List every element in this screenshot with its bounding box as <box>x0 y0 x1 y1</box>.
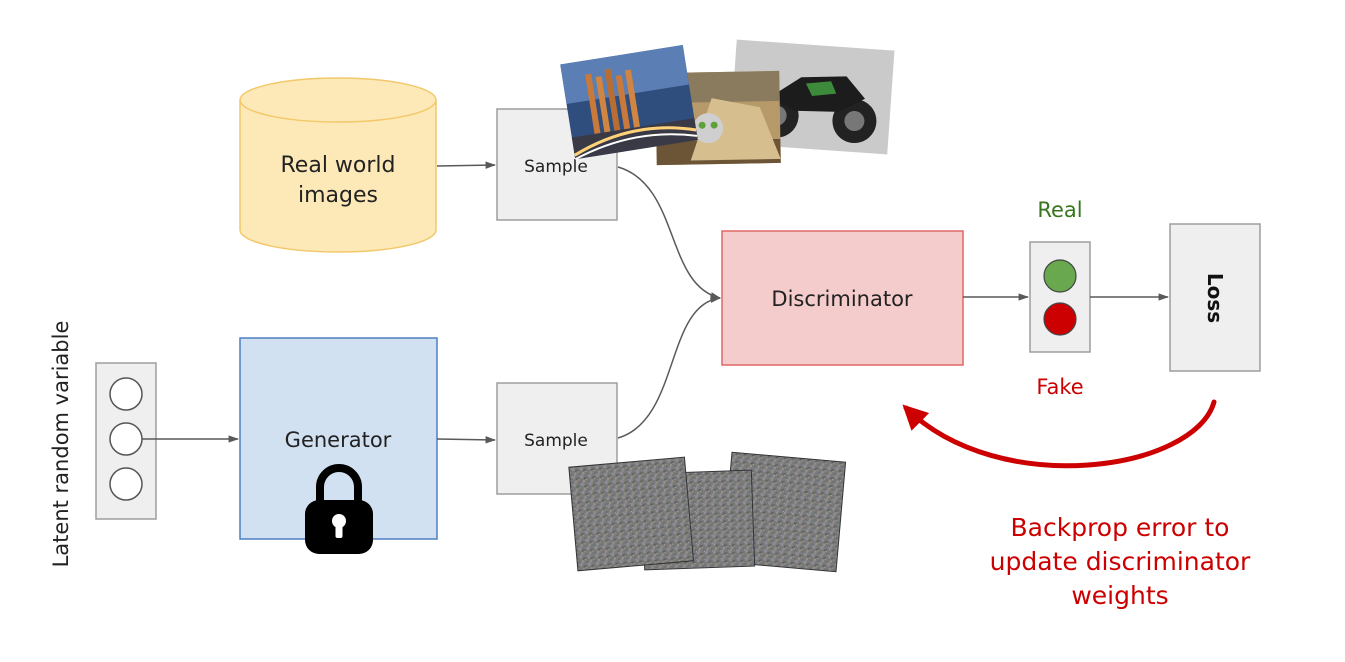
discriminator-box: Discriminator <box>721 230 964 366</box>
real-world-images-database: Real world images <box>239 77 437 253</box>
backprop-caption: Backprop error to update discriminator w… <box>990 513 1251 610</box>
backprop-line1: Backprop error to <box>1011 513 1230 542</box>
real-label: Real <box>1037 198 1082 222</box>
latent-vector <box>95 362 157 520</box>
discriminator-label: Discriminator <box>771 287 913 311</box>
noise-images <box>568 451 847 573</box>
city-light-trails-photo <box>560 45 698 161</box>
latent-node-3 <box>109 467 143 501</box>
latent-node-1 <box>109 377 143 411</box>
arrow-database-to-sample <box>436 161 497 169</box>
generator-label: Generator <box>285 428 392 452</box>
arrow-generator-to-sample <box>436 436 497 444</box>
sample-bottom-label: Sample <box>524 431 588 451</box>
sample-top-label: Sample <box>524 157 588 177</box>
lock-icon <box>305 464 373 554</box>
arrow-real-sample-to-discriminator <box>617 166 722 300</box>
real-indicator-light <box>1043 259 1077 293</box>
database-label-line1: Real world <box>281 153 396 178</box>
loss-box: Loss <box>1169 223 1261 372</box>
arrow-fake-sample-to-discriminator <box>617 295 722 439</box>
latent-variable-label: Latent random variable <box>49 321 73 568</box>
database-label-line2: images <box>298 183 378 208</box>
backprop-line3: weights <box>1071 581 1168 610</box>
latent-node-2 <box>109 422 143 456</box>
fake-label: Fake <box>1036 375 1083 399</box>
fake-indicator-light <box>1043 302 1077 336</box>
real-photos <box>560 39 895 166</box>
backprop-line2: update discriminator <box>990 547 1251 576</box>
backprop-arrow <box>902 399 1217 469</box>
output-indicator <box>1029 241 1091 353</box>
loss-label: Loss <box>1203 273 1227 323</box>
noise-image-1 <box>568 456 695 572</box>
